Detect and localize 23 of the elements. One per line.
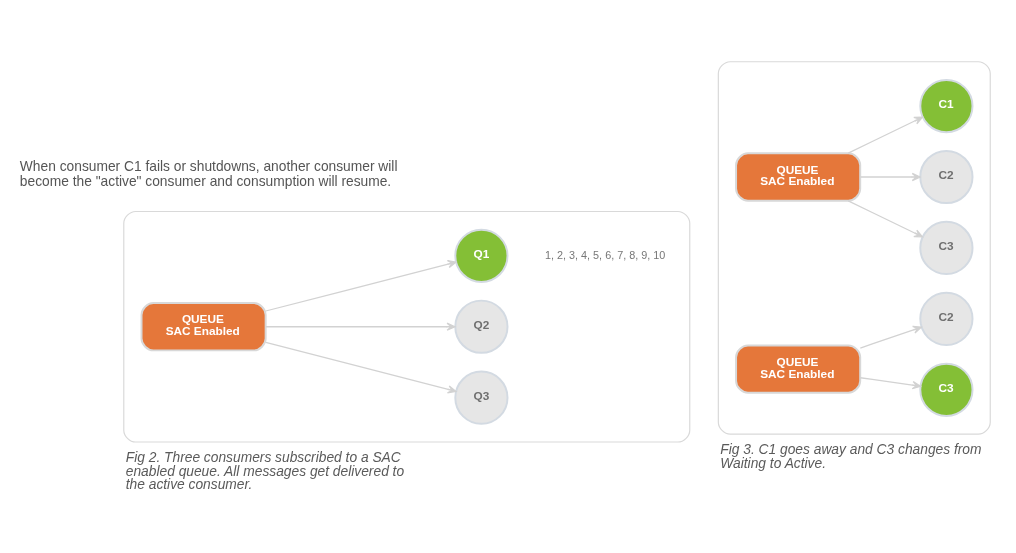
arrow [265, 322, 456, 331]
arrow [265, 260, 457, 312]
node-circle: C2 [919, 291, 974, 346]
node-label: 1, 2, 3, 4, 5, 6, 7, 8, 9, 10 [544, 248, 666, 261]
node-label: Fig 3. C1 goes away and C3 changes from Waiting to Active. [720, 442, 982, 471]
node-circle: C3 [919, 362, 974, 417]
node-circle: C3 [919, 220, 974, 276]
node-circle: Q1 [454, 228, 509, 283]
node-circle: Q3 [454, 370, 509, 425]
arrow [265, 341, 457, 394]
cluster [123, 210, 691, 443]
label: When consumer C1 fails or shutdowns, another consumer will become the "active" consumer and consumption will resume. [19, 159, 398, 190]
cluster [717, 61, 991, 435]
node-box: QUEUE SAC Enabled [735, 344, 862, 394]
node-box: QUEUE SAC Enabled [140, 302, 267, 352]
arrow [859, 325, 922, 349]
node-box: QUEUE SAC Enabled [735, 152, 862, 202]
node-label: Fig 2. Three consumers subscribed to a SAC enabled queue. All messages get delivered to the active consumer. [125, 449, 405, 493]
arrow [859, 377, 922, 390]
arrow [859, 172, 921, 182]
node-circle: Q2 [454, 299, 509, 354]
node-circle: C1 [919, 78, 974, 134]
node-circle: C2 [919, 149, 974, 205]
